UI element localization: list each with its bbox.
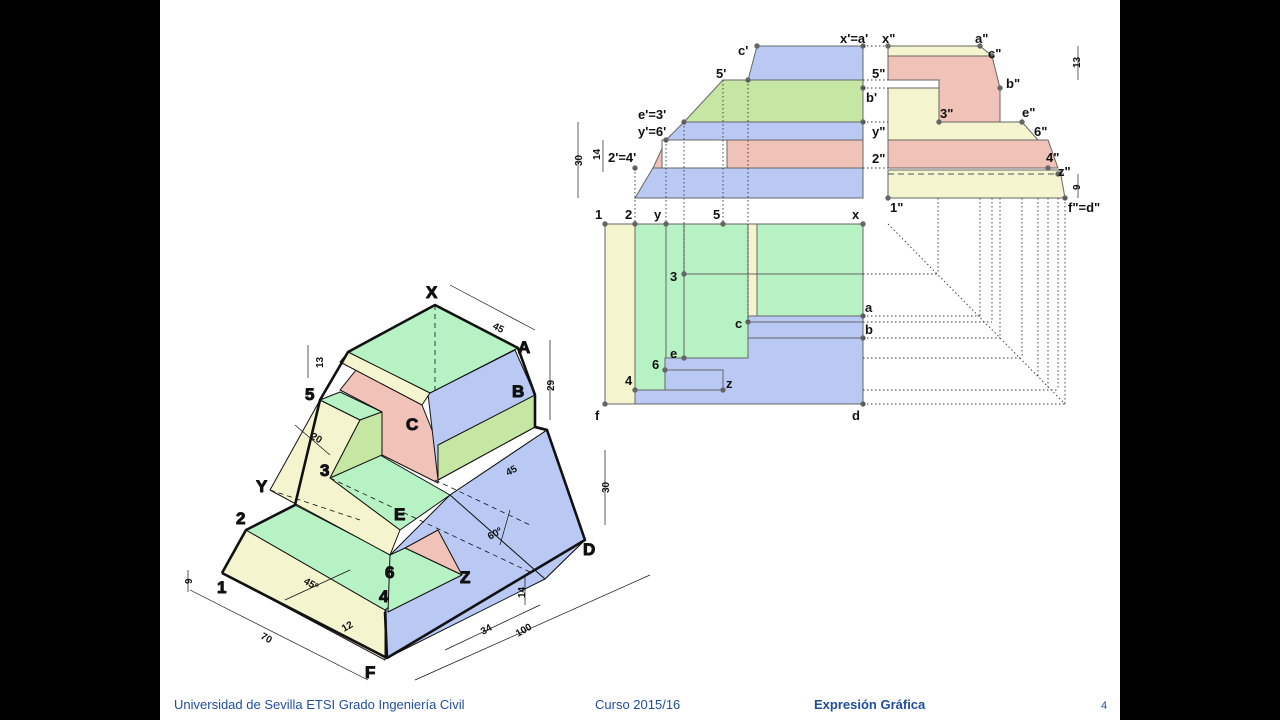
- iso-label-4: 4: [379, 587, 389, 606]
- iso-dim-20: 20: [309, 431, 325, 446]
- side-label-1: 1": [890, 200, 903, 215]
- side-label-4: 4": [1046, 150, 1059, 165]
- iso-label-x: X: [426, 283, 438, 302]
- iso-dim-13: 13: [315, 356, 326, 368]
- plan-yellow-column: [747, 223, 758, 317]
- front-label-5: 5': [716, 66, 726, 81]
- iso-label-a: A: [518, 338, 530, 357]
- iso-label-e: E: [394, 505, 405, 524]
- side-dim-13: 13: [1072, 56, 1083, 68]
- iso-label-2: 2: [236, 509, 245, 528]
- iso-label-b: B: [512, 382, 524, 401]
- front-green-upper: [682, 79, 864, 123]
- iso-dim-12: 12: [340, 619, 356, 634]
- front-blue-top: [747, 45, 864, 81]
- iso-label-d: D: [583, 540, 595, 559]
- iso-label-6: 6: [385, 563, 394, 582]
- plan-label-d: d: [852, 408, 860, 423]
- plan-label-2: 2: [625, 207, 632, 222]
- iso-label-z: Z: [460, 568, 470, 587]
- footer-institution: Universidad de Sevilla ETSI Grado Ingeni…: [174, 697, 465, 712]
- front-label-y: y'=6': [638, 124, 666, 139]
- projection-lines: [634, 80, 1066, 405]
- side-label-z: z": [1058, 164, 1071, 179]
- iso-label-1: 1: [217, 578, 226, 597]
- front-label-c: c': [738, 43, 748, 58]
- plan-green-left: [665, 223, 685, 359]
- plan-label-3: 3: [670, 269, 677, 284]
- iso-label-f: F: [365, 663, 375, 682]
- iso-label-5: 5: [305, 385, 314, 404]
- plan-blue-z: [664, 369, 724, 391]
- footer-course: Curso 2015/16: [595, 697, 681, 712]
- iso-outline: [220, 303, 587, 660]
- front-dim-14: 14: [592, 148, 603, 160]
- side-label-3: 3": [940, 106, 953, 121]
- front-view: c' x'=a' 5' b' e'=3' y'=6' 2'=4' 30 14: [574, 31, 888, 199]
- plan-label-a: a: [865, 300, 873, 315]
- side-label-a: a": [975, 31, 988, 46]
- side-label-f: f"=d": [1068, 200, 1100, 215]
- front-blue-mid: [664, 121, 864, 141]
- iso-label-y: Y: [256, 477, 268, 496]
- front-dim-30: 30: [574, 154, 585, 166]
- side-yellow-top: [887, 45, 994, 57]
- iso-dim-9: 9: [184, 578, 195, 584]
- side-dim-9: 9: [1072, 184, 1083, 190]
- footer-page-number: 4: [1101, 700, 1108, 712]
- plan-view: 1 2 y 5 x 3 a c b 6 e 4 z f d: [595, 207, 873, 423]
- iso-dim-30: 30: [601, 481, 612, 493]
- front-blue-bottom: [634, 167, 864, 199]
- front-white-notch: [661, 139, 728, 169]
- plan-yellow-strip: [604, 223, 636, 405]
- plan-green-right: [756, 223, 864, 317]
- plan-label-y: y: [654, 207, 662, 222]
- front-label-b: b': [866, 90, 877, 105]
- side-label-5: 5": [872, 66, 885, 81]
- side-label-e: e": [1022, 105, 1035, 120]
- iso-dim-34: 34: [479, 622, 495, 637]
- iso-label-3: 3: [320, 461, 329, 480]
- plan-label-1: 1: [595, 207, 602, 222]
- side-view: x" a" c" 5" b" 3" e" y" 6" 2" 4" z" 1" f…: [872, 31, 1100, 215]
- slide: X A B C D E F Y Z 1 2 3 4 5 6 45 13 29 2…: [160, 0, 1120, 720]
- plan-label-f: f: [595, 408, 600, 423]
- isometric-view: X A B C D E F Y Z 1 2 3 4 5 6 45 13 29 2…: [184, 283, 651, 683]
- iso-dim-45-mid: 45: [504, 464, 519, 479]
- iso-dim-14: 14: [517, 586, 528, 598]
- iso-notch-green: [387, 547, 463, 613]
- iso-dim-29: 29: [546, 379, 557, 391]
- side-label-y: y": [872, 124, 885, 139]
- side-label-b: b": [1006, 76, 1020, 91]
- plan-label-4: 4: [625, 373, 633, 388]
- side-pink-top: [887, 55, 1001, 123]
- side-label-x: x": [882, 31, 895, 46]
- iso-dim-45-top: 45: [491, 321, 506, 336]
- plan-label-b: b: [865, 322, 873, 337]
- plan-label-6: 6: [652, 357, 659, 372]
- plan-label-z: z: [726, 376, 733, 391]
- side-label-6: 6": [1034, 124, 1047, 139]
- plan-label-c: c: [735, 316, 742, 331]
- plan-label-5: 5: [713, 207, 720, 222]
- iso-label-c: C: [406, 415, 418, 434]
- side-pink-4: [887, 139, 1059, 169]
- front-label-2: 2'=4': [608, 150, 636, 165]
- iso-dim-100: 100: [514, 622, 534, 640]
- plan-label-e: e: [670, 346, 677, 361]
- footer-subject: Expresión Gráfica: [814, 697, 926, 712]
- plan-blue-cb: [747, 321, 864, 339]
- side-label-c: c": [988, 46, 1001, 61]
- front-label-e: e'=3': [638, 107, 666, 122]
- front-label-x: x'=a': [840, 31, 868, 46]
- iso-dim-70: 70: [259, 631, 275, 646]
- technical-drawing: X A B C D E F Y Z 1 2 3 4 5 6 45 13 29 2…: [184, 31, 1100, 683]
- side-label-2: 2": [872, 151, 885, 166]
- plan-label-x: x: [852, 207, 860, 222]
